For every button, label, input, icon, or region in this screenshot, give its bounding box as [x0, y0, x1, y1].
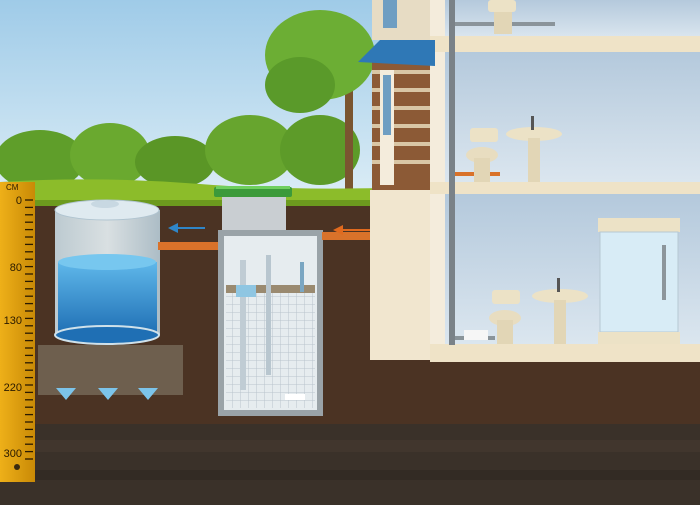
waste-flow-arrow [333, 225, 370, 235]
ruler-label-220: 220 [4, 382, 22, 394]
ruler-label-80: 80 [10, 262, 22, 274]
storage-tank [54, 199, 160, 345]
deep-soil-layer [0, 424, 700, 505]
arrow-down-icon [138, 388, 158, 400]
drain-pipe [449, 0, 455, 345]
toilet-middle [466, 128, 498, 182]
floor-slab-middle [430, 182, 700, 194]
floor-slab-basement [430, 344, 700, 362]
clean-flow-arrow [168, 223, 205, 233]
toilet-basement [489, 290, 521, 344]
septic-unit [214, 186, 323, 416]
arrow-down-icon [98, 388, 118, 400]
ruler-label-130: 130 [4, 315, 22, 327]
shower-cabin [598, 218, 680, 344]
outlet-pipe [158, 242, 220, 250]
ruler-unit: СМ [6, 183, 19, 192]
floor-slab-upper [430, 36, 700, 52]
sink-basement [532, 278, 588, 344]
ruler-label-300: 300 [4, 448, 22, 460]
toilet-upper [488, 0, 516, 34]
septic-lid[interactable] [214, 187, 292, 197]
sink-middle [506, 116, 562, 182]
drainage-arrows [56, 388, 158, 400]
depth-ruler: СМ 0 80 130 220 300 [0, 182, 35, 482]
arrow-down-icon [56, 388, 76, 400]
trees [0, 10, 375, 190]
room-upper [445, 0, 700, 38]
gravel-bed [38, 345, 183, 395]
ruler-label-0: 0 [16, 195, 22, 207]
